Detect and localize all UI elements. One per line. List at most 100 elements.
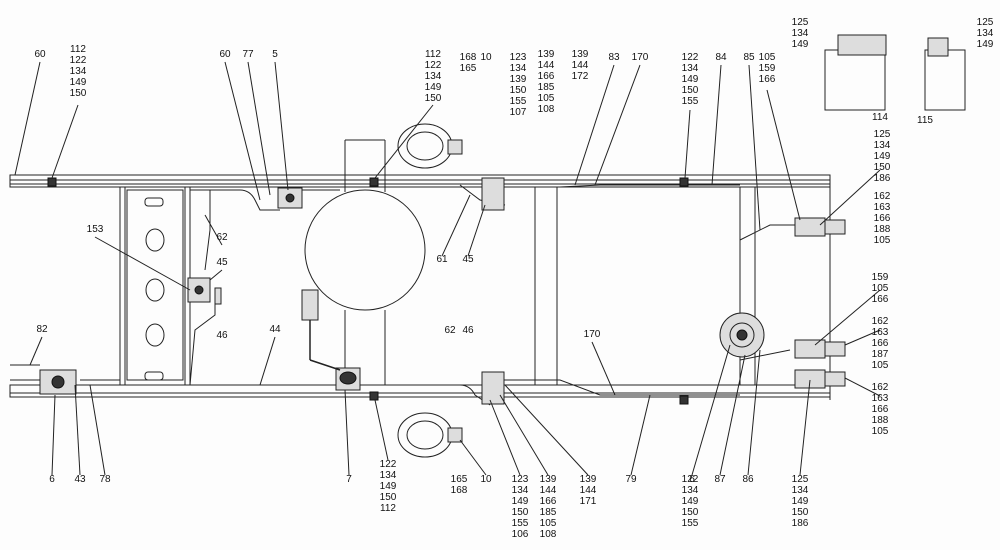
callout-label: 78	[99, 474, 111, 485]
callout-label: 162	[872, 382, 889, 393]
coupling-head-3	[794, 369, 826, 389]
callout-label: 188	[874, 224, 891, 235]
callout-label: 107	[510, 107, 527, 118]
callout-label: 45	[216, 257, 228, 268]
callout-label: 144	[538, 60, 555, 71]
callout-label: 77	[242, 49, 254, 60]
inset-details	[824, 34, 966, 111]
callout-label: 106	[512, 529, 529, 540]
callout-label: 105	[874, 235, 891, 246]
callout-label: 149	[70, 77, 87, 88]
callout-label: 163	[872, 393, 889, 404]
callout-label: 108	[540, 529, 557, 540]
callout-label: 150	[792, 507, 809, 518]
callout-label: 162	[872, 316, 889, 327]
callout-label: 149	[874, 151, 891, 162]
callout-label: 105	[872, 360, 889, 371]
callout-label: 83	[608, 52, 620, 63]
callout-label: 10	[480, 52, 492, 63]
callout-label: 122	[70, 55, 87, 66]
callout-label: 62	[216, 232, 228, 243]
callout-label: 155	[682, 96, 699, 107]
callout-label: 155	[512, 518, 529, 529]
callout-label: 122	[682, 474, 699, 485]
callout-label: 62	[444, 325, 456, 336]
callout-label: 187	[872, 349, 889, 360]
callout-label: 105	[759, 52, 776, 63]
callout-label: 166	[872, 294, 889, 305]
callout-label: 168	[451, 485, 468, 496]
callout-label: 6	[689, 474, 695, 485]
callout-label: 134	[510, 63, 527, 74]
callout-label: 60	[34, 49, 46, 60]
callout-label: 112	[380, 503, 396, 514]
callout-label: 123	[510, 52, 527, 63]
callout-label: 139	[580, 474, 597, 485]
callout-label: 186	[792, 518, 809, 529]
callout-label: 186	[874, 173, 891, 184]
callout-label: 46	[216, 330, 228, 341]
callout-label: 139	[572, 49, 589, 60]
callout-label: 134	[792, 28, 809, 39]
callout-label: 144	[572, 60, 589, 71]
callout-label: 122	[425, 60, 442, 71]
components	[39, 177, 846, 405]
callout-label: 85	[743, 52, 755, 63]
callout-label: 149	[977, 39, 994, 50]
callout-label: 139	[538, 49, 555, 60]
callout-label: 84	[715, 52, 727, 63]
callout-label: 168	[460, 52, 477, 63]
callout-label: 166	[874, 213, 891, 224]
callout-label: 159	[759, 63, 776, 74]
callout-label: 105	[872, 426, 889, 437]
callout-label: 149	[512, 496, 529, 507]
callout-label: 122	[380, 459, 397, 470]
callout-label: 185	[538, 82, 555, 93]
callout-label: 6	[49, 474, 55, 485]
callout-label: 122	[682, 52, 699, 63]
callout-label: 166	[872, 404, 889, 415]
callout-label: 153	[87, 224, 104, 235]
callout-label: 123	[512, 474, 529, 485]
callout-label: 150	[425, 93, 442, 104]
callout-label: 5	[272, 49, 278, 60]
coupling-head-2	[794, 339, 826, 359]
callout-label: 134	[380, 470, 397, 481]
callout-label: 114	[872, 112, 888, 123]
callout-label: 112	[70, 44, 86, 55]
callout-label: 172	[572, 71, 589, 82]
callout-label: 165	[451, 474, 468, 485]
callout-label: 163	[874, 202, 891, 213]
callout-label: 10	[480, 474, 492, 485]
callout-label: 149	[792, 39, 809, 50]
callout-label: 46	[462, 325, 474, 336]
callout-label: 170	[632, 52, 649, 63]
frame	[9, 174, 831, 400]
callout-label: 125	[874, 129, 891, 140]
callout-label: 134	[70, 66, 87, 77]
callout-label: 61	[436, 254, 448, 265]
callout-label: 149	[682, 496, 699, 507]
callout-label: 150	[874, 162, 891, 173]
callout-label: 149	[425, 82, 442, 93]
callout-label: 155	[510, 96, 527, 107]
callout-label: 134	[425, 71, 442, 82]
callout-label: 150	[380, 492, 397, 503]
callout-label: 155	[682, 518, 699, 529]
callout-label: 159	[872, 272, 889, 283]
callout-label: 86	[742, 474, 754, 485]
callout-label: 139	[510, 74, 527, 85]
callout-label: 134	[682, 63, 699, 74]
callout-label: 82	[36, 324, 48, 335]
callout-label: 60	[219, 49, 231, 60]
callout-label: 134	[977, 28, 994, 39]
callout-label: 166	[872, 338, 889, 349]
callout-label: 150	[70, 88, 87, 99]
callout-label: 105	[538, 93, 555, 104]
callout-label: 125	[792, 17, 809, 28]
callout-label: 139	[540, 474, 557, 485]
callout-label: 105	[540, 518, 557, 529]
callout-label: 134	[682, 485, 699, 496]
callout-label: 7	[346, 474, 352, 485]
front-brake-chamber-bottom	[397, 412, 463, 458]
